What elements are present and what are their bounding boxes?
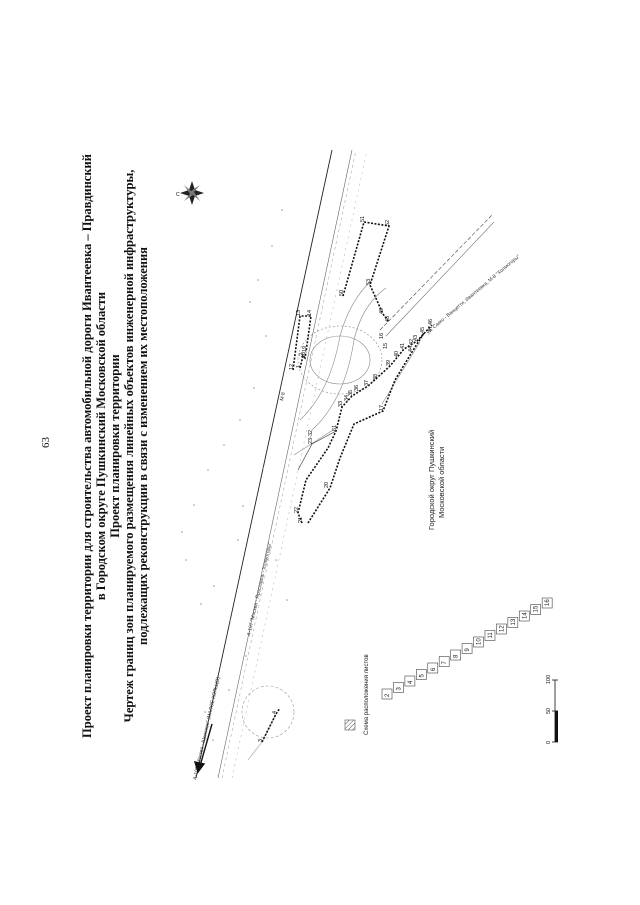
sheet-label-4: 4 — [408, 680, 414, 684]
sheet-cell-7 — [438, 656, 450, 667]
direction-arrow — [193, 723, 213, 774]
point-label-13: 13 — [296, 310, 302, 316]
district-label-1: Городской округ Пушкинский — [427, 430, 436, 530]
point-label-42: 42 — [409, 339, 415, 345]
point-label-50: 50 — [339, 290, 345, 296]
sheet-label-3: 3 — [396, 687, 402, 691]
point-label-14: 14 — [307, 310, 313, 316]
faint-terrain — [181, 209, 288, 741]
sheet-cell-2 — [381, 688, 393, 700]
sheet-label-14: 14 — [522, 612, 528, 619]
point-label-49: 49 — [379, 308, 385, 314]
sheet-grid: 2 3 4 5 6 7 8 9 10 11 12 13 14 15 16 — [381, 597, 553, 700]
point-label-21: 21 — [298, 517, 304, 523]
point-label-41: 41 — [400, 343, 406, 349]
point-label-39: 39 — [386, 360, 392, 366]
sheet-label-11: 11 — [488, 632, 494, 639]
sheet-cell-3 — [393, 682, 404, 693]
point-label-43: 43 — [413, 335, 419, 341]
point-label-12: 12 — [289, 364, 295, 370]
point-label-35: 35 — [348, 390, 354, 396]
scale-label-50: 50 — [546, 708, 552, 714]
point-label-17: 17 — [379, 405, 385, 411]
point-label-40: 40 — [394, 351, 400, 357]
small-roundabout — [241, 685, 295, 761]
sheet-cell-4 — [404, 675, 416, 687]
sheet-label-5: 5 — [419, 674, 425, 678]
sheet-cell-6 — [427, 662, 439, 674]
point-label-52: 52 — [385, 220, 391, 226]
sheet-label-15: 15 — [534, 605, 540, 612]
point-label-46: 46 — [428, 319, 434, 325]
point-label-3: 3 — [258, 739, 264, 742]
point-label-45: 45 — [420, 327, 426, 333]
point-label-2: 2 — [299, 353, 305, 356]
point-label-19: 19 — [302, 346, 308, 352]
scale-label-0: 0 — [546, 741, 552, 744]
point-label-51: 51 — [360, 216, 366, 222]
sheet-cell-13 — [507, 617, 519, 628]
road-label-main: М-8 — [279, 391, 287, 401]
scale-label-100: 100 — [546, 675, 552, 684]
point-label-48: 48 — [385, 316, 391, 322]
sheet-cell-5 — [416, 669, 427, 680]
sheet-cell-11 — [484, 630, 496, 641]
sheet-label-2: 2 — [385, 693, 391, 697]
point-label-38: 38 — [373, 374, 379, 380]
point-label-47: 47 — [428, 326, 434, 332]
sheet-label-10: 10 — [477, 638, 483, 645]
sheet-cell-9 — [461, 643, 473, 654]
point-label-15: 15 — [383, 343, 389, 349]
point-label-36: 36 — [354, 385, 360, 391]
point-label-4: 4 — [272, 711, 278, 714]
compass-rose: С — [176, 181, 204, 205]
district-label: Городской округ Пушкинский Московской об… — [427, 430, 446, 530]
point-label-44: 44 — [408, 346, 414, 352]
scale-bar: 0 50 100 — [546, 675, 558, 744]
point-label-1: 1 — [296, 365, 302, 368]
point-label-37: 37 — [364, 380, 370, 386]
sheet-cell-15 — [530, 604, 542, 615]
road-labels: М-8 А-103 "Москва - Щелково" (МАЛОЕ КОЛЬ… — [192, 254, 521, 781]
point-label-33: 33 — [338, 401, 344, 407]
sheet-label-6: 6 — [431, 667, 437, 671]
point-label-22: 22 — [294, 507, 300, 513]
sheet-cell-16 — [541, 597, 553, 609]
zone-boundaries — [261, 221, 433, 743]
district-label-2: Московской области — [437, 447, 446, 518]
sheet-scheme-hatch — [344, 719, 356, 731]
sheet-scheme: Схема расположения листов 2 3 4 5 6 7 8 9 10 11 12… — [344, 597, 553, 735]
highway — [195, 149, 368, 779]
point-label-16: 16 — [379, 333, 385, 339]
point-label-18: 18 — [301, 352, 307, 358]
compass-label: С — [176, 192, 180, 198]
sheet-cell-10 — [473, 636, 484, 648]
road-label-east: ул. Сакко - Ванцетти, Ивантеевка, М-8 "Х… — [425, 254, 521, 336]
point-label-20: 20 — [324, 482, 330, 488]
interchange — [293, 214, 495, 456]
sheet-label-13: 13 — [511, 618, 517, 625]
connector-lines — [297, 430, 337, 471]
sheet-scheme-title: Схема расположения листов — [364, 654, 370, 735]
sheet-label-12: 12 — [499, 625, 505, 632]
point-label-53: 53 — [366, 279, 372, 285]
point-label-61: 61 — [332, 425, 338, 431]
sheet-label-8: 8 — [454, 654, 460, 658]
sheet-cell-12 — [496, 623, 507, 635]
sheet-label-9: 9 — [465, 648, 471, 652]
sheet-cell-8 — [450, 649, 461, 661]
point-label-23-32: 23-32 — [308, 430, 314, 444]
point-label-34: 34 — [344, 395, 350, 401]
sheet-cell-14 — [518, 610, 530, 622]
road-label-a107: А-107 "Москва - Ярославль - Холмогоры" — [246, 542, 273, 637]
sheet-label-7: 7 — [442, 661, 448, 665]
sheet-label-16: 16 — [545, 599, 551, 606]
